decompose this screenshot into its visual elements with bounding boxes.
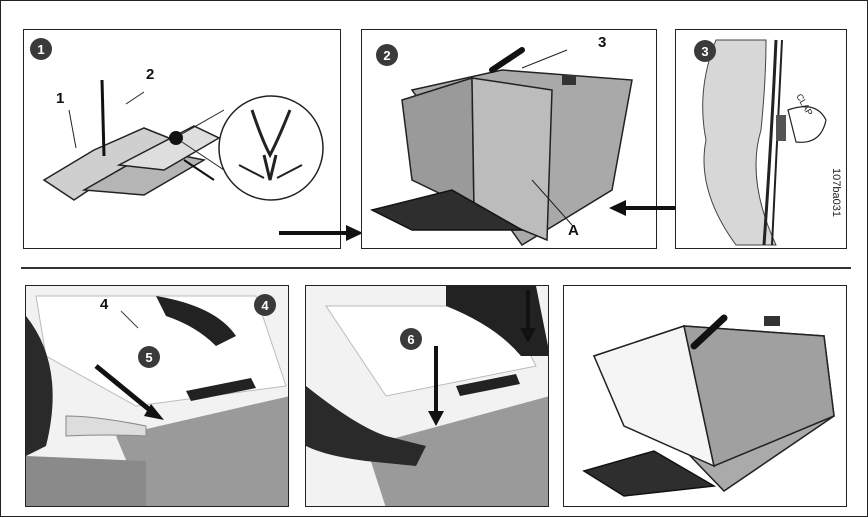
assembled-collector-illustration xyxy=(564,286,847,507)
clip-marker xyxy=(169,131,183,145)
panel-step-4: 4 4 5 xyxy=(25,285,289,507)
zoom-circle xyxy=(219,96,323,200)
lid-press-photo xyxy=(306,286,549,507)
panel-step-6: 6 xyxy=(305,285,549,507)
frame-illustration xyxy=(24,30,341,249)
panel-step-3: CLAP 3 107ba031 xyxy=(675,29,847,249)
step-badge: 1 xyxy=(30,38,52,60)
sub-step-badge: 5 xyxy=(138,346,160,368)
clip-detail-illustration: CLAP xyxy=(676,30,847,249)
step-badge: 4 xyxy=(254,294,276,316)
panel-step-2: 2 3 A xyxy=(361,29,657,249)
step-badge: 3 xyxy=(694,40,716,62)
step-badge: 6 xyxy=(400,328,422,350)
callout-a: A xyxy=(568,222,579,239)
callout-4: 4 xyxy=(100,296,108,313)
panel-finished xyxy=(563,285,847,507)
callout-3: 3 xyxy=(598,34,606,51)
panel-step-1: 1 1 2 xyxy=(23,29,341,249)
bag-assembly-illustration xyxy=(362,30,657,249)
step-badge: 2 xyxy=(376,44,398,66)
lid-insert-photo xyxy=(26,286,289,507)
callout-2: 2 xyxy=(146,66,154,83)
figure-code: 107ba031 xyxy=(830,168,842,217)
callout-1: 1 xyxy=(56,90,64,107)
section-divider xyxy=(21,267,851,269)
